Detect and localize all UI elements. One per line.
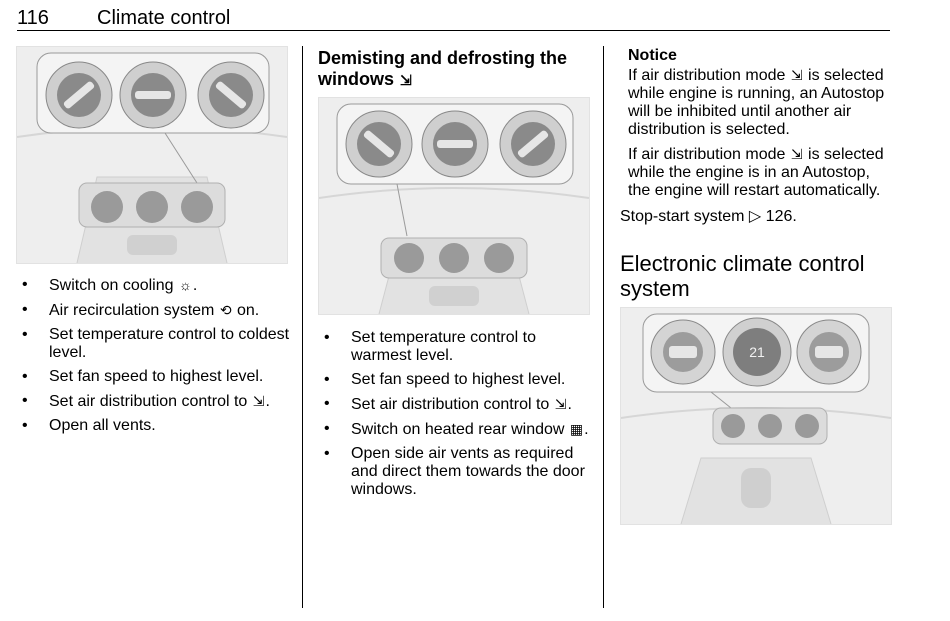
windscreen-defrost-icon: ⇲ <box>554 396 567 412</box>
list-item: •Open all vents. <box>22 417 156 434</box>
notice-title: Notice <box>628 47 677 64</box>
list-item: •Set fan speed to highest level. <box>324 371 566 388</box>
list-item: •Set temperature control to coldest leve… <box>22 326 290 361</box>
temperature-display: 21 <box>749 344 765 360</box>
list-item: •Air recirculation system ⟲ on. <box>22 301 260 319</box>
demisting-steps-list: •Set temperature control to warmest leve… <box>319 329 595 505</box>
cross-reference-link[interactable]: Stop-start system ▷ 126. <box>620 208 797 225</box>
list-item: •Set fan speed to highest level. <box>22 368 264 385</box>
notice-paragraph: If air distribution mode ⇲ is selected w… <box>628 146 884 199</box>
list-item: •Switch on cooling ☼. <box>22 276 198 294</box>
heated-rear-window-icon: ▦ <box>569 421 584 437</box>
column-divider <box>603 46 604 608</box>
windscreen-defrost-icon: ⇲ <box>790 146 803 162</box>
list-item: •Set air distribution control to ⇲. <box>324 395 572 413</box>
air-distribution-icon: ⇲ <box>252 393 265 409</box>
windscreen-defrost-icon: ⇲ <box>790 67 803 83</box>
list-item: •Set air distribution control to ⇲. <box>22 392 270 410</box>
arrow-right-icon: ▷ <box>748 208 762 225</box>
electronic-climate-panel-illustration: 21 <box>620 307 892 525</box>
list-item: •Switch on heated rear window ▦. <box>324 420 589 438</box>
climate-panel-illustration <box>16 46 288 264</box>
list-item: •Open side air vents as required and dir… <box>324 445 585 498</box>
recirculation-icon: ⟲ <box>219 302 232 318</box>
climate-panel-illustration <box>318 97 590 315</box>
windscreen-defrost-icon: ⇲ <box>400 72 412 88</box>
list-item: •Set temperature control to warmest leve… <box>324 329 536 364</box>
page-header: 116 Climate control <box>17 6 890 31</box>
section-title: Climate control <box>97 7 231 29</box>
ecc-heading: Electronic climate control system <box>620 251 865 301</box>
cooling-icon: ☼ <box>178 277 192 293</box>
demisting-heading: Demisting and defrosting the windows ⇲ <box>318 48 568 89</box>
page-number: 116 <box>17 7 49 29</box>
column-divider <box>302 46 303 608</box>
cooling-steps-list: •Switch on cooling ☼. •Air recirculation… <box>17 276 295 441</box>
notice-paragraph: If air distribution mode ⇲ is selected w… <box>628 67 885 138</box>
